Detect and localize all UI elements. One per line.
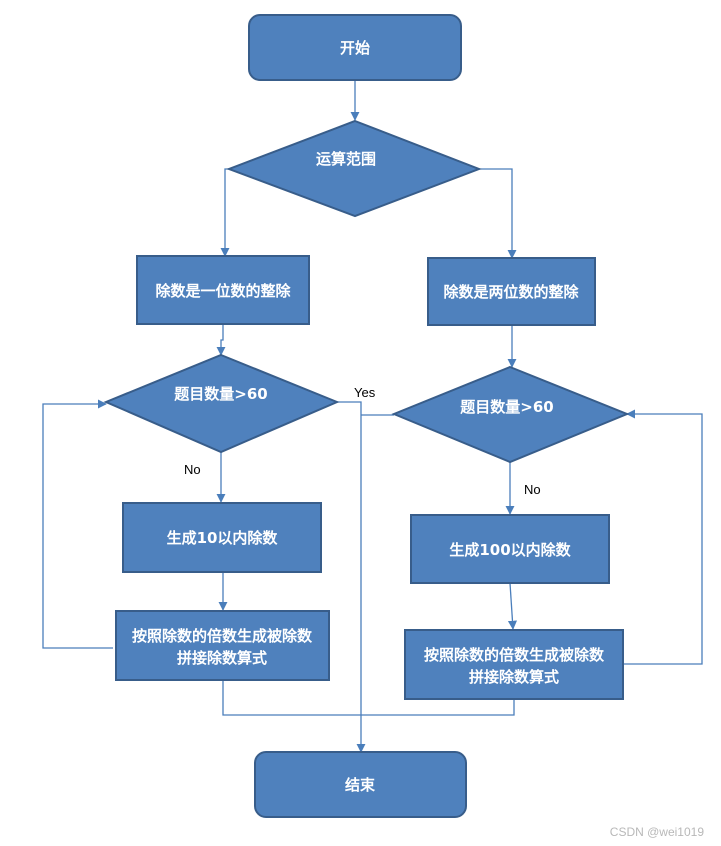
- node-left-divisor-label: 除数是一位数的整除: [155, 282, 291, 300]
- edge-bottom-merge: [222, 680, 515, 716]
- node-right-generate: 生成100以内除数: [410, 514, 610, 584]
- node-end-label: 结束: [345, 776, 376, 794]
- node-left-build: 按照除数的倍数生成被除数 拼接除数算式: [115, 610, 330, 681]
- node-right-count-label: 题目数量>60: [460, 398, 553, 416]
- edge-label-no-left: No: [184, 462, 201, 477]
- edge-range-to-right-divisor: [479, 168, 517, 259]
- node-right-build-line2: 拼接除数算式: [469, 668, 559, 686]
- edge-range-to-left-divisor: [220, 168, 230, 257]
- edge-label-yes: Yes: [354, 385, 376, 400]
- node-left-generate: 生成10以内除数: [122, 502, 322, 573]
- node-left-count-label: 题目数量>60: [174, 385, 267, 403]
- node-left-count: 题目数量>60: [103, 353, 340, 454]
- watermark: CSDN @wei1019: [610, 825, 705, 839]
- node-right-divisor: 除数是两位数的整除: [427, 257, 596, 326]
- edge-left-divisor-to-count: [216, 324, 226, 356]
- edge-left-yes-to-end: [337, 401, 366, 753]
- node-left-build-line2: 拼接除数算式: [177, 649, 267, 667]
- edge-label-no-right: No: [524, 482, 541, 497]
- node-right-build-line1: 按照除数的倍数生成被除数: [424, 646, 605, 664]
- node-left-generate-label: 生成10以内除数: [167, 529, 279, 547]
- edge-right-loop-back: [623, 409, 703, 665]
- node-left-build-line1: 按照除数的倍数生成被除数: [132, 627, 313, 645]
- node-range-label: 运算范围: [316, 150, 376, 168]
- node-right-count: 题目数量>60: [391, 365, 630, 464]
- node-end: 结束: [254, 751, 467, 818]
- node-right-divisor-label: 除数是两位数的整除: [443, 283, 579, 301]
- edge-left-loop-back: [42, 399, 113, 649]
- node-left-divisor: 除数是一位数的整除: [136, 255, 310, 325]
- node-range: 运算范围: [226, 119, 482, 218]
- edge-right-generate-to-build: [507, 582, 518, 630]
- node-start-label: 开始: [340, 39, 370, 57]
- node-start: 开始: [248, 14, 462, 81]
- node-right-build: 按照除数的倍数生成被除数 拼接除数算式: [404, 629, 624, 700]
- node-right-generate-label: 生成100以内除数: [449, 541, 571, 559]
